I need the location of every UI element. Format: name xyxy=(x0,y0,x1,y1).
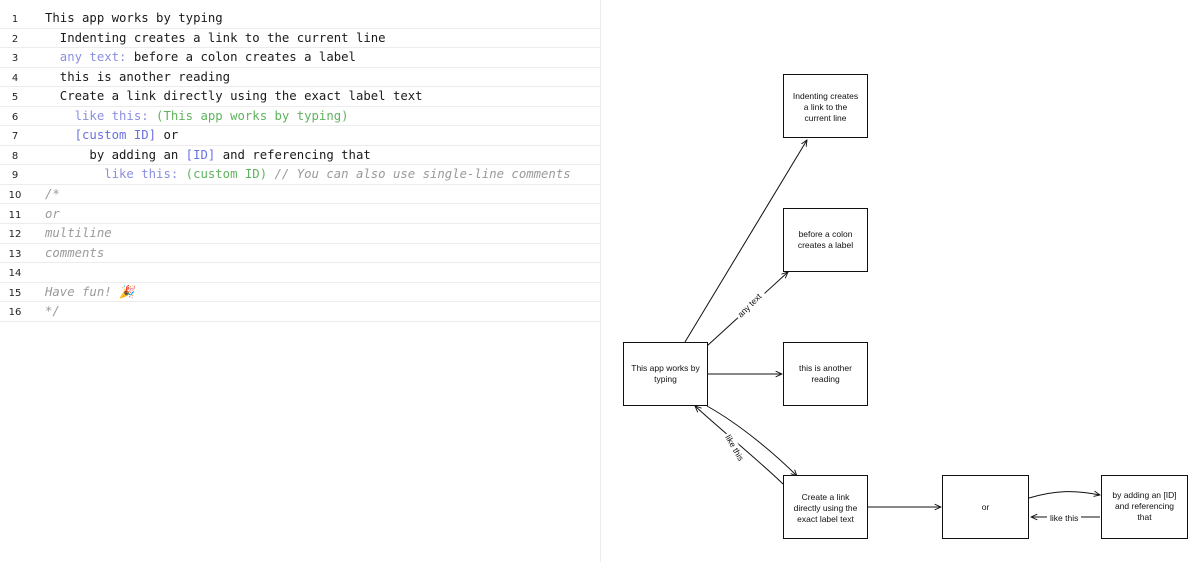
node-colon[interactable]: before a colon creates a label xyxy=(783,208,868,272)
node-indenting[interactable]: Indenting creates a link to the current … xyxy=(783,74,868,138)
line-code[interactable]: or xyxy=(45,207,60,221)
line-number: 7 xyxy=(11,131,19,143)
line-number: 5 xyxy=(11,92,19,104)
line-number: 12 xyxy=(8,229,22,241)
flowchart-edges: any text like this like this xyxy=(684,0,1200,523)
editor-line[interactable]: 2 Indenting creates a link to the curren… xyxy=(0,29,600,49)
editor-line[interactable]: 15 Have fun! 🎉 xyxy=(0,283,600,303)
pane-divider[interactable] xyxy=(600,0,601,562)
code-token-lbl: any text: xyxy=(45,50,127,65)
line-number: 4 xyxy=(11,72,19,84)
line-number: 9 xyxy=(11,170,19,182)
code-token-plain: by adding an xyxy=(45,147,186,162)
code-token-lbl: like this: xyxy=(45,108,149,123)
edge-label-any-text: any text xyxy=(735,291,764,320)
node-adding[interactable]: by adding an [ID] and referencing that xyxy=(1101,475,1188,539)
node-app[interactable]: This app works by typing xyxy=(623,342,708,406)
code-token-ref: (custom ID) xyxy=(178,167,268,182)
code-token-plain: and referencing that xyxy=(215,147,371,162)
code-token-plain: This app works by typing xyxy=(45,11,223,25)
line-number: 2 xyxy=(11,33,19,45)
node-create[interactable]: Create a link directly using the exact l… xyxy=(783,475,868,539)
line-code[interactable]: Have fun! 🎉 xyxy=(45,285,134,300)
code-token-cmt: or xyxy=(45,206,60,221)
code-token-lbl: like this: xyxy=(45,167,179,182)
edge-app-to-create xyxy=(706,405,797,476)
line-number: 14 xyxy=(8,268,22,280)
code-token-plain: this is another reading xyxy=(45,69,231,84)
code-editor[interactable]: 1 This app works by typing 2 Indenting cre… xyxy=(0,0,600,562)
editor-line[interactable]: 11 or xyxy=(0,205,600,224)
line-code[interactable]: this is another reading xyxy=(45,70,230,84)
line-code[interactable]: [custom ID] or xyxy=(45,128,179,143)
line-code[interactable]: like this: (This app works by typing) xyxy=(45,109,349,123)
line-number: 16 xyxy=(8,307,22,319)
code-token-idt: [ID] xyxy=(185,147,216,162)
line-code[interactable]: /* xyxy=(45,187,60,201)
editor-line[interactable]: 9 like this: (custom ID) // You can also… xyxy=(0,165,600,185)
line-code[interactable]: comments xyxy=(45,246,104,260)
edge-app-to-indenting xyxy=(684,140,807,343)
editor-line[interactable]: 10 /* xyxy=(0,185,600,205)
code-token-cmt: comments xyxy=(45,245,105,260)
line-number: 13 xyxy=(8,248,22,260)
code-token-plain: before a colon creates a label xyxy=(126,50,356,65)
editor-line[interactable]: 4 this is another reading xyxy=(0,68,600,88)
code-token-plain: or xyxy=(156,128,179,143)
code-token-cmt: Have fun! 🎉 xyxy=(45,284,135,299)
line-number: 1 xyxy=(11,14,19,25)
editor-line[interactable]: 13 comments xyxy=(0,244,600,264)
edge-label-like-this-2: like this xyxy=(1050,513,1078,523)
node-reading[interactable]: this is another reading xyxy=(783,342,868,406)
code-token-cmt: // You can also use single-line comments xyxy=(267,167,571,182)
editor-line[interactable]: 8 by adding an [ID] and referencing that xyxy=(0,146,600,166)
line-number: 10 xyxy=(8,189,22,201)
editor-line[interactable]: 5 Create a link directly using the exact… xyxy=(0,87,600,107)
code-token-ref: (This app works by typing) xyxy=(148,108,349,123)
code-token-cmt: */ xyxy=(45,304,60,319)
line-code[interactable]: This app works by typing xyxy=(45,11,223,25)
code-token-idt: [custom ID] xyxy=(45,128,157,143)
editor-line[interactable]: 12 multiline xyxy=(0,224,600,244)
line-number: 15 xyxy=(8,287,22,299)
editor-line[interactable]: 6 like this: (This app works by typing) xyxy=(0,107,600,127)
code-token-cmt: multiline xyxy=(45,226,112,241)
line-code[interactable]: any text: before a colon creates a label xyxy=(45,50,356,64)
edge-create-to-app xyxy=(695,406,784,485)
editor-line[interactable]: 1 This app works by typing xyxy=(0,9,600,29)
editor-line[interactable]: 16 */ xyxy=(0,302,600,322)
editor-line[interactable]: 7 [custom ID] or xyxy=(0,126,600,146)
line-code[interactable]: */ xyxy=(45,304,60,318)
line-code[interactable]: Create a link directly using the exact l… xyxy=(45,89,423,103)
editor-line[interactable]: 14 xyxy=(0,263,600,283)
editor-line[interactable]: 3 any text: before a colon creates a lab… xyxy=(0,48,600,68)
line-number: 11 xyxy=(8,209,22,221)
line-number: 6 xyxy=(11,111,19,123)
line-code[interactable]: multiline xyxy=(45,226,112,240)
line-code[interactable]: by adding an [ID] and referencing that xyxy=(45,147,371,162)
code-token-plain: Create a link directly using the exact l… xyxy=(45,89,423,104)
flowchart-canvas: any text like this like this Indenting c… xyxy=(601,0,1200,562)
node-or[interactable]: or xyxy=(942,475,1029,539)
line-code[interactable]: Indenting creates a link to the current … xyxy=(45,31,386,45)
line-number: 8 xyxy=(11,150,19,162)
code-token-plain: Indenting creates a link to the current … xyxy=(45,30,386,45)
line-code[interactable]: like this: (custom ID) // You can also u… xyxy=(45,167,571,182)
code-token-cmt: /* xyxy=(45,186,60,201)
edge-or-to-adding xyxy=(1028,492,1100,499)
line-number: 3 xyxy=(11,53,19,65)
